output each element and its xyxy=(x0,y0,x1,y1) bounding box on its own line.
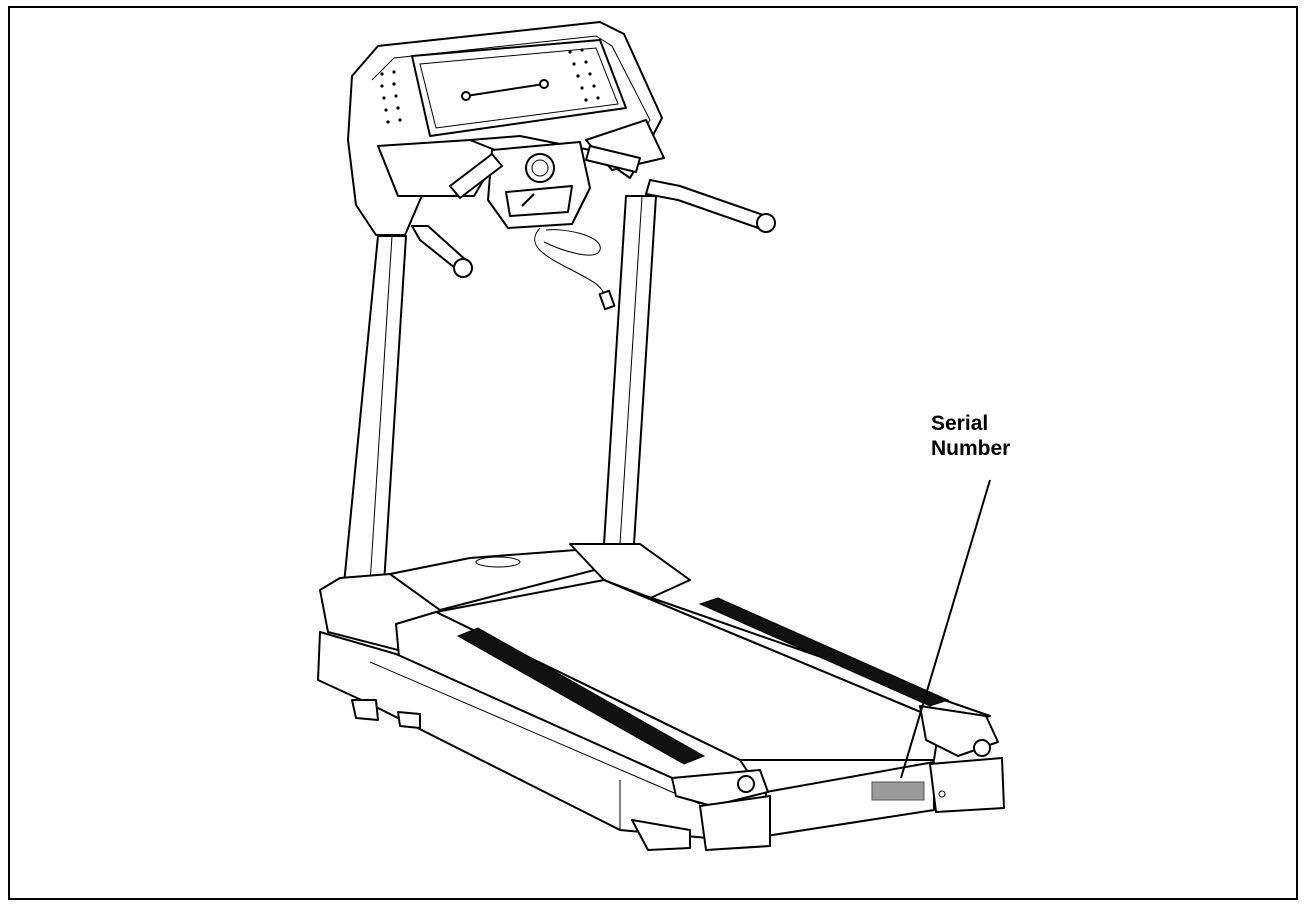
callout-line-1: Serial xyxy=(931,412,989,435)
serial-number-plate xyxy=(871,781,925,801)
console xyxy=(347,21,665,311)
uprights xyxy=(343,195,657,585)
serial-number-callout: Serial Number xyxy=(931,411,1010,461)
callout-line-2: Number xyxy=(931,437,1011,460)
leader-line xyxy=(900,479,991,779)
deck xyxy=(317,543,1005,851)
handlebars xyxy=(411,145,776,278)
